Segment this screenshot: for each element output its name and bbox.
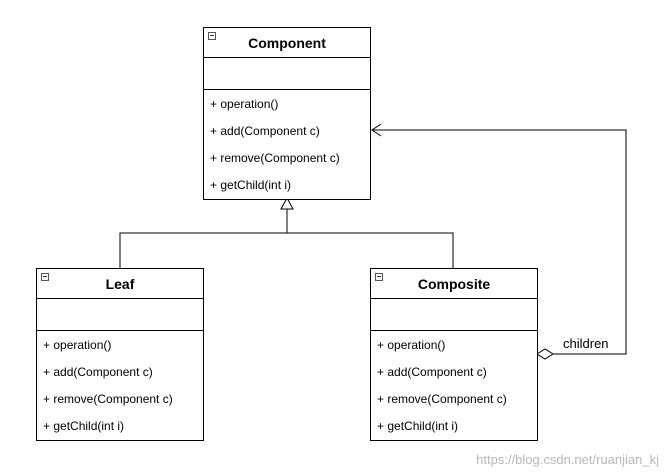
class-component[interactable]: Component + operation() + add(Component … xyxy=(203,27,371,200)
watermark: https://blog.csdn.net/ruanjian_kj xyxy=(476,452,659,467)
generalization-connector xyxy=(119,196,454,268)
collapse-icon[interactable] xyxy=(208,32,216,40)
operation-item: + operation() xyxy=(210,97,279,111)
inheritance-arrowhead xyxy=(280,196,294,210)
operation-item: + operation() xyxy=(43,338,112,352)
operations-compartment: + operation() + add(Component c) + remov… xyxy=(371,331,537,445)
class-leaf[interactable]: Leaf + operation() + add(Component c) + … xyxy=(36,268,204,441)
operation-item: + operation() xyxy=(377,338,446,352)
class-header: Component xyxy=(204,28,370,58)
aggregation-diamond xyxy=(536,348,554,360)
operation-item: + getChild(int i) xyxy=(43,419,125,433)
operation-item: + remove(Component c) xyxy=(43,392,173,406)
collapse-icon[interactable] xyxy=(375,273,383,281)
attributes-compartment xyxy=(37,299,203,331)
class-name: Composite xyxy=(417,275,491,292)
operation-item: + getChild(int i) xyxy=(377,419,459,433)
collapse-icon[interactable] xyxy=(41,273,49,281)
attributes-compartment xyxy=(204,58,370,90)
operation-item: + add(Component c) xyxy=(43,365,153,379)
operation-item: + remove(Component c) xyxy=(210,151,340,165)
operation-item: + add(Component c) xyxy=(210,124,320,138)
class-header: Leaf xyxy=(37,269,203,299)
operation-item: + add(Component c) xyxy=(377,365,487,379)
operations-compartment: + operation() + add(Component c) + remov… xyxy=(37,331,203,445)
aggregation-connector xyxy=(371,123,627,360)
aggregation-role-label: children xyxy=(563,336,609,351)
class-header: Composite xyxy=(371,269,537,299)
operations-compartment: + operation() + add(Component c) + remov… xyxy=(204,90,370,204)
attributes-compartment xyxy=(371,299,537,331)
class-composite[interactable]: Composite + operation() + add(Component … xyxy=(370,268,538,441)
operation-item: + remove(Component c) xyxy=(377,392,507,406)
navigation-arrowhead xyxy=(371,123,382,137)
class-name: Component xyxy=(248,34,326,51)
operation-item: + getChild(int i) xyxy=(210,178,292,192)
class-name: Leaf xyxy=(105,275,135,292)
